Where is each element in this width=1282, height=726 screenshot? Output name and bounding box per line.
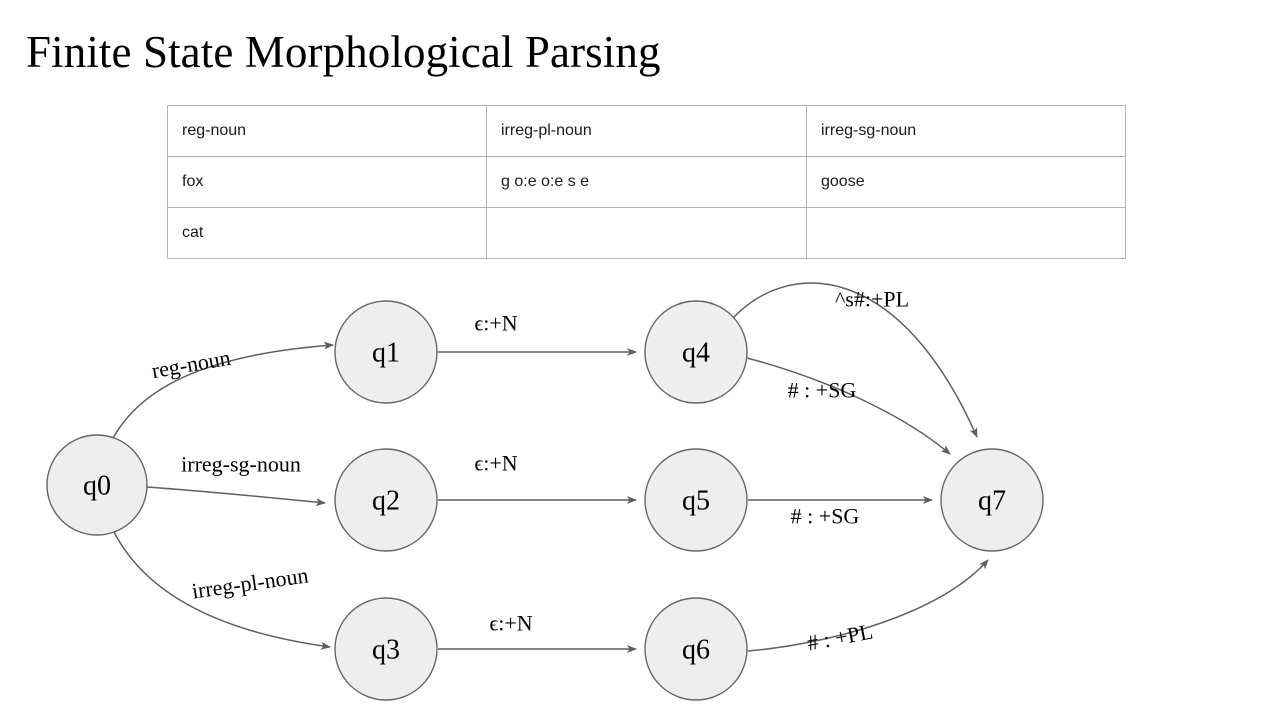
edge-q0-q3: irreg-pl-noun bbox=[113, 531, 331, 650]
table-cell-reg-noun-1: fox bbox=[167, 156, 487, 208]
node-label-q0: q0 bbox=[83, 471, 111, 502]
node-circle-q7[interactable] bbox=[940, 448, 1044, 552]
edge-label-pl: # : +PL bbox=[805, 618, 875, 655]
node-label-q1: q1 bbox=[372, 338, 400, 369]
table-header-irreg-sg-noun: irreg-sg-noun bbox=[806, 105, 1126, 157]
node-label-q4: q4 bbox=[682, 338, 710, 369]
edge-q2-q5: ϵ:+N bbox=[438, 451, 637, 504]
node-label-q7: q7 bbox=[978, 486, 1006, 517]
table-cell-irreg-sg-noun-1: goose bbox=[806, 156, 1126, 208]
node-q6[interactable]: q6 bbox=[644, 597, 748, 701]
node-circle-q6[interactable] bbox=[644, 597, 748, 701]
node-circle-q5[interactable] bbox=[644, 448, 748, 552]
edge-label-reg-noun: reg-noun bbox=[150, 345, 233, 383]
node-q0[interactable]: q0 bbox=[46, 434, 148, 536]
node-q2[interactable]: q2 bbox=[334, 448, 438, 552]
lexicon-table: reg-noun irreg-pl-noun irreg-sg-noun fox… bbox=[167, 105, 1126, 259]
edge-path-q4-q7-sg bbox=[746, 357, 951, 455]
node-circle-q1[interactable] bbox=[334, 300, 438, 404]
table-cell-reg-noun-2: cat bbox=[167, 207, 487, 259]
edge-label-sg-2: # : +SG bbox=[791, 504, 860, 529]
edge-label-epsilon-n-2: ϵ:+N bbox=[474, 451, 517, 476]
table-row: fox g o:e o:e s e goose bbox=[167, 156, 1126, 208]
node-label-q5: q5 bbox=[682, 486, 710, 517]
node-q3[interactable]: q3 bbox=[334, 597, 438, 701]
table-row-header: reg-noun irreg-pl-noun irreg-sg-noun bbox=[167, 105, 1126, 157]
table-cell-irreg-pl-noun-2 bbox=[486, 207, 807, 259]
edge-path-q4-q7-pl bbox=[732, 282, 978, 438]
edge-q3-q6: ϵ:+N bbox=[438, 611, 637, 653]
node-circle-q4[interactable] bbox=[644, 300, 748, 404]
edge-q1-q4: ϵ:+N bbox=[438, 311, 637, 356]
node-label-q2: q2 bbox=[372, 486, 400, 517]
node-q5[interactable]: q5 bbox=[644, 448, 748, 552]
node-q1[interactable]: q1 bbox=[334, 300, 438, 404]
edge-label-irreg-sg-noun: irreg-sg-noun bbox=[181, 452, 301, 477]
edge-q5-q7-sg: # : +SG bbox=[748, 496, 933, 529]
table-header-irreg-pl-noun: irreg-pl-noun bbox=[486, 105, 807, 157]
node-circle-q3[interactable] bbox=[334, 597, 438, 701]
edge-path-q0-q1 bbox=[112, 341, 334, 439]
edge-path-q6-q7-pl bbox=[747, 559, 989, 652]
edge-q0-q1: reg-noun bbox=[112, 341, 334, 439]
node-q4[interactable]: q4 bbox=[644, 300, 748, 404]
table-header-reg-noun: reg-noun bbox=[167, 105, 487, 157]
node-circle-q2[interactable] bbox=[334, 448, 438, 552]
edge-path-q0-q2 bbox=[146, 486, 326, 507]
page-title: Finite State Morphological Parsing bbox=[26, 27, 661, 77]
edge-label-s-pl: ^s#:+PL bbox=[835, 287, 909, 312]
table-cell-irreg-sg-noun-2 bbox=[806, 207, 1126, 259]
node-label-q3: q3 bbox=[372, 635, 400, 666]
table-row: cat bbox=[167, 207, 1126, 259]
edge-q4-q7-sg: # : +SG bbox=[746, 357, 951, 455]
edge-label-sg-1: # : +SG bbox=[788, 378, 857, 403]
edge-q4-q7-pl: ^s#:+PL bbox=[732, 282, 978, 438]
edge-q0-q2: irreg-sg-noun bbox=[146, 452, 326, 507]
node-q7[interactable]: q7 bbox=[940, 448, 1044, 552]
node-label-q6: q6 bbox=[682, 635, 710, 666]
edge-label-epsilon-n-3: ϵ:+N bbox=[489, 611, 532, 636]
edge-label-epsilon-n-1: ϵ:+N bbox=[474, 311, 517, 336]
table-cell-irreg-pl-noun-1: g o:e o:e s e bbox=[486, 156, 807, 208]
edge-q6-q7-pl: # : +PL bbox=[747, 559, 989, 656]
node-circle-q0[interactable] bbox=[46, 434, 148, 536]
edge-path-q0-q3 bbox=[113, 531, 331, 650]
edge-label-irreg-pl-noun: irreg-pl-noun bbox=[190, 562, 310, 603]
